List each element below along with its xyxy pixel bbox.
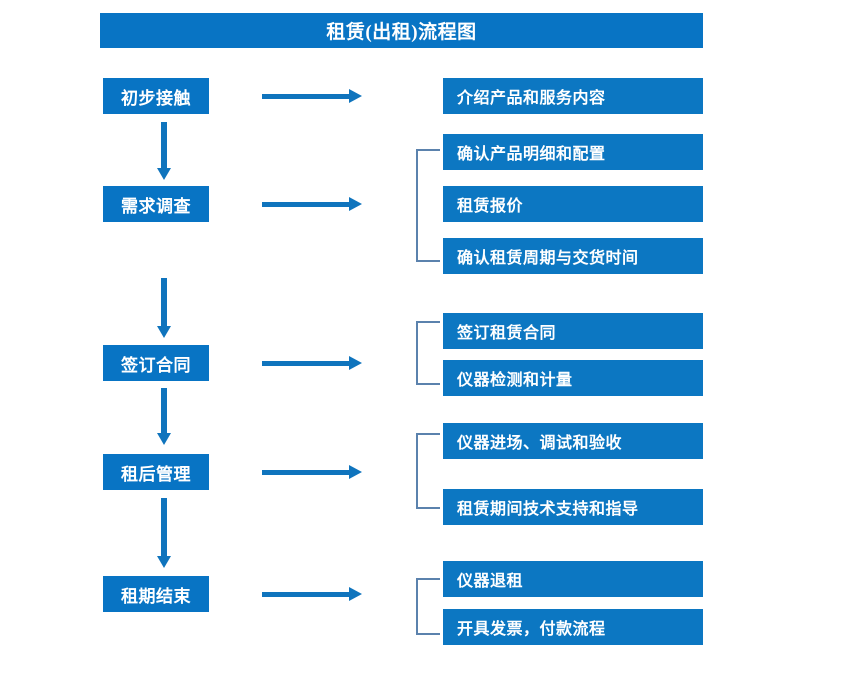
detail-box-3-1[interactable]: 签订租赁合同 bbox=[443, 313, 703, 349]
arrow-head bbox=[349, 465, 362, 479]
arrow-shaft bbox=[262, 94, 350, 99]
detail-box-2-3[interactable]: 确认租赁周期与交货时间 bbox=[443, 238, 703, 274]
down-arrow-icon-1 bbox=[157, 122, 171, 180]
down-arrow-icon-2 bbox=[157, 278, 171, 338]
detail-box-5-2[interactable]: 开具发票，付款流程 bbox=[443, 609, 703, 645]
arrow-head bbox=[157, 168, 171, 180]
arrow-shaft bbox=[161, 498, 167, 556]
arrow-head bbox=[349, 356, 362, 370]
diagram-title: 租赁(出租)流程图 bbox=[100, 13, 703, 48]
right-arrow-icon-3 bbox=[262, 356, 362, 370]
arrow-shaft bbox=[262, 202, 350, 207]
detail-box-4-1[interactable]: 仪器进场、调试和验收 bbox=[443, 423, 703, 459]
arrow-shaft bbox=[161, 122, 167, 168]
arrow-shaft bbox=[161, 388, 167, 433]
arrow-head bbox=[157, 433, 171, 445]
arrow-head bbox=[157, 326, 171, 338]
bracket-icon-2 bbox=[416, 149, 440, 262]
right-arrow-icon-2 bbox=[262, 197, 362, 211]
stage-box-3[interactable]: 签订合同 bbox=[103, 345, 209, 381]
down-arrow-icon-3 bbox=[157, 388, 171, 445]
right-arrow-icon-1 bbox=[262, 89, 362, 103]
arrow-shaft bbox=[262, 470, 350, 475]
down-arrow-icon-4 bbox=[157, 498, 171, 568]
detail-box-2-2[interactable]: 租赁报价 bbox=[443, 186, 703, 222]
arrow-head bbox=[349, 89, 362, 103]
detail-box-1-1[interactable]: 介绍产品和服务内容 bbox=[443, 78, 703, 114]
right-arrow-icon-4 bbox=[262, 465, 362, 479]
detail-box-4-2[interactable]: 租赁期间技术支持和指导 bbox=[443, 489, 703, 525]
detail-box-5-1[interactable]: 仪器退租 bbox=[443, 561, 703, 597]
stage-box-2[interactable]: 需求调查 bbox=[103, 186, 209, 222]
arrow-shaft bbox=[262, 592, 350, 597]
stage-box-5[interactable]: 租期结束 bbox=[103, 576, 209, 612]
bracket-icon-3 bbox=[416, 321, 440, 385]
detail-box-2-1[interactable]: 确认产品明细和配置 bbox=[443, 134, 703, 170]
stage-box-1[interactable]: 初步接触 bbox=[103, 78, 209, 114]
arrow-head bbox=[349, 197, 362, 211]
arrow-head bbox=[157, 556, 171, 568]
arrow-shaft bbox=[262, 361, 350, 366]
arrow-head bbox=[349, 587, 362, 601]
right-arrow-icon-5 bbox=[262, 587, 362, 601]
stage-box-4[interactable]: 租后管理 bbox=[103, 454, 209, 490]
bracket-icon-5 bbox=[416, 578, 440, 635]
bracket-icon-4 bbox=[416, 433, 440, 509]
arrow-shaft bbox=[161, 278, 167, 326]
detail-box-3-2[interactable]: 仪器检测和计量 bbox=[443, 360, 703, 396]
